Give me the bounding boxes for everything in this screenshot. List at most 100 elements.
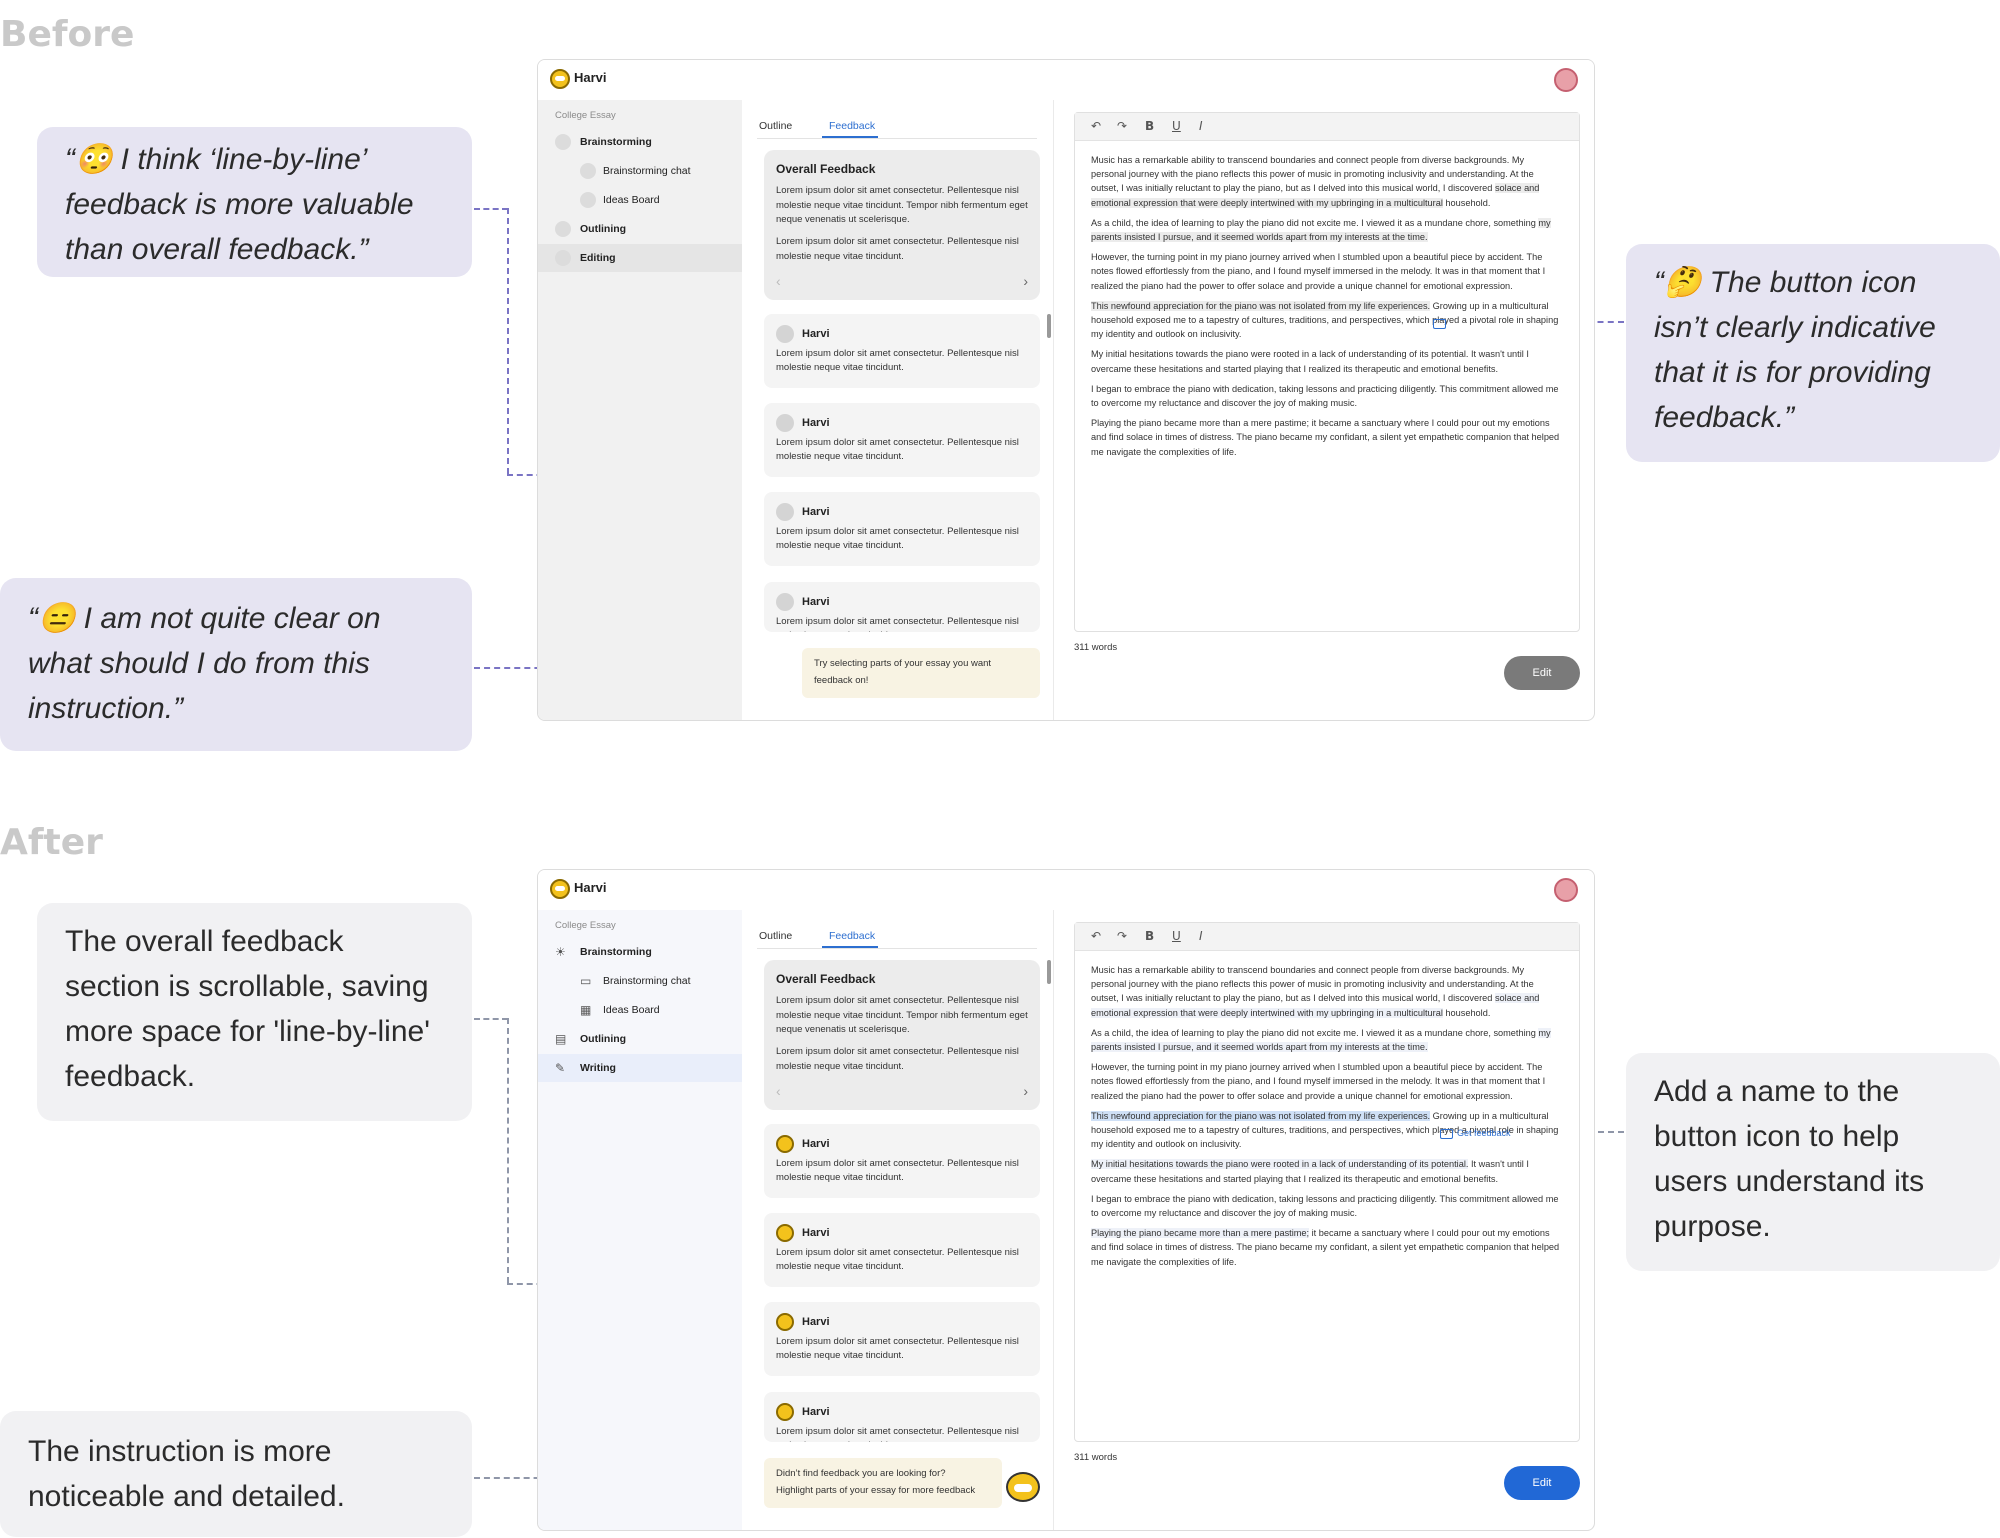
italic-icon[interactable]: I	[1199, 929, 1203, 943]
hint-line: feedback on!	[814, 675, 869, 686]
bold-icon[interactable]: B	[1145, 119, 1155, 133]
feedback-text: Lorem ipsum dolor sit amet consectetur. …	[776, 616, 1019, 632]
sidebar-item-brainstorming[interactable]: Brainstorming	[538, 128, 742, 156]
tab-outline[interactable]: Outline	[759, 930, 793, 942]
essay-paragraph: However, the turning point in my piano j…	[1091, 252, 1546, 291]
feedback-author: Harvi	[802, 417, 830, 429]
hint-line: Try selecting parts of your essay you wa…	[814, 658, 992, 669]
before-label: Before	[0, 14, 135, 55]
lightbulb-icon: ☀	[555, 945, 566, 959]
essay-paragraph: Playing the piano became more than a mer…	[1091, 418, 1560, 457]
feedback-card[interactable]: Harvi Lorem ipsum dolor sit amet consect…	[764, 582, 1040, 632]
editor-toolbar: ↶ ↷ B U I	[1075, 113, 1579, 141]
sidebar-item-editing[interactable]: Editing	[538, 244, 742, 272]
edit-button[interactable]: Edit	[1504, 1466, 1580, 1500]
underline-icon[interactable]: U	[1172, 119, 1181, 133]
active-tab-indicator	[822, 136, 878, 138]
redo-icon[interactable]: ↷	[1117, 929, 1128, 943]
feedback-author: Harvi	[802, 506, 830, 518]
scrollbar[interactable]	[1047, 960, 1051, 984]
instruction-hint: Try selecting parts of your essay you wa…	[802, 648, 1040, 698]
feedback-text: Lorem ipsum dolor sit amet consectetur. …	[776, 526, 1019, 551]
bold-icon[interactable]: B	[1145, 929, 1155, 943]
top-bar: Harvi	[538, 870, 1594, 910]
harvi-avatar	[776, 1224, 794, 1242]
tab-divider	[757, 948, 1037, 949]
essay-text[interactable]: Music has a remarkable ability to transc…	[1091, 153, 1561, 465]
sidebar-item-outlining[interactable]: Outlining	[538, 215, 742, 243]
tab-feedback[interactable]: Feedback	[829, 120, 876, 132]
overall-feedback-title: Overall Feedback	[776, 972, 876, 986]
user-avatar[interactable]	[1554, 68, 1578, 92]
sidebar-item-outlining[interactable]: ▤ Outlining	[538, 1025, 742, 1053]
board-icon	[580, 192, 596, 208]
sidebar-item-label: Writing	[580, 1062, 616, 1074]
scrollbar[interactable]	[1047, 314, 1051, 338]
sidebar-item-brainstorming[interactable]: ☀ Brainstorming	[538, 938, 742, 966]
feedback-author: Harvi	[802, 1138, 830, 1150]
app-title: Harvi	[574, 880, 607, 895]
essay-editor[interactable]: ↶ ↷ B U I Music has a remarkable ability…	[1074, 112, 1580, 632]
sidebar-item-brainstorming-chat[interactable]: ▭ Brainstorming chat	[538, 967, 742, 995]
undo-icon[interactable]: ↶	[1091, 119, 1102, 133]
connector	[507, 1018, 509, 1283]
feedback-card[interactable]: Harvi Lorem ipsum dolor sit amet consect…	[764, 314, 1040, 388]
overall-feedback-card: Overall Feedback Lorem ipsum dolor sit a…	[764, 150, 1040, 300]
harvi-avatar	[776, 1403, 794, 1421]
chat-icon: ▭	[580, 974, 592, 988]
feedback-text: Lorem ipsum dolor sit amet consectetur. …	[776, 1336, 1019, 1361]
tab-feedback[interactable]: Feedback	[829, 930, 876, 942]
user-avatar[interactable]	[1554, 878, 1578, 902]
harvi-avatar	[776, 414, 794, 432]
feedback-card[interactable]: Harvi Lorem ipsum dolor sit amet consect…	[764, 403, 1040, 477]
feedback-card[interactable]: Harvi Lorem ipsum dolor sit amet consect…	[764, 1124, 1040, 1198]
instruction-hint: Didn’t find feedback you are looking for…	[764, 1458, 1002, 1508]
redo-icon[interactable]: ↷	[1117, 119, 1128, 133]
underline-icon[interactable]: U	[1172, 929, 1181, 943]
sidebar-item-ideas-board[interactable]: ▦ Ideas Board	[538, 996, 742, 1024]
harvi-logo-icon	[550, 879, 570, 899]
undo-icon[interactable]: ↶	[1091, 929, 1102, 943]
feedback-text: Lorem ipsum dolor sit amet consectetur. …	[776, 1158, 1019, 1183]
essay-paragraph: My initial hesitations towards the piano…	[1091, 349, 1529, 374]
chevron-right-icon[interactable]: ›	[1023, 1083, 1028, 1099]
sidebar-item-brainstorming-chat[interactable]: Brainstorming chat	[538, 157, 742, 185]
feedback-author: Harvi	[802, 596, 830, 608]
feedback-button[interactable]	[1433, 318, 1450, 329]
overall-feedback-card[interactable]: Overall Feedback Lorem ipsum dolor sit a…	[764, 960, 1040, 1110]
feedback-card[interactable]: Harvi Lorem ipsum dolor sit amet consect…	[764, 1392, 1040, 1442]
document-edit-icon: ✎	[555, 1061, 566, 1075]
sidebar-item-label: Ideas Board	[603, 1004, 660, 1016]
chevron-left-icon[interactable]: ‹	[776, 1083, 781, 1099]
edit-button[interactable]: Edit	[1504, 656, 1580, 690]
essay-paragraph: This newfound appreciation for the piano…	[1091, 1110, 1559, 1150]
essay-text[interactable]: Music has a remarkable ability to transc…	[1091, 963, 1561, 1275]
connector	[474, 1018, 508, 1020]
chat-icon	[580, 163, 596, 179]
connector	[474, 208, 508, 210]
essay-paragraph: As a child, the idea of learning to play…	[1091, 217, 1551, 243]
hint-line: Highlight parts of your essay for more f…	[776, 1485, 976, 1496]
sidebar-item-writing[interactable]: ✎ Writing	[538, 1054, 742, 1082]
feedback-card[interactable]: Harvi Lorem ipsum dolor sit amet consect…	[764, 1213, 1040, 1287]
top-bar: Harvi	[538, 60, 1594, 100]
chevron-right-icon[interactable]: ›	[1023, 273, 1028, 289]
callout-after-scrollable: The overall feedback section is scrollab…	[37, 903, 472, 1121]
overall-feedback-text: Lorem ipsum dolor sit amet consectetur. …	[776, 185, 1028, 225]
callout-before-button-icon: “🤔 The button icon isn’t clearly indicat…	[1626, 244, 2000, 462]
essay-paragraph: Playing the piano became more than a mer…	[1091, 1228, 1560, 1267]
feedback-card[interactable]: Harvi Lorem ipsum dolor sit amet consect…	[764, 1302, 1040, 1376]
harvi-avatar	[776, 593, 794, 611]
sidebar-item-label: Outlining	[580, 223, 627, 235]
chat-bubble-icon	[1440, 1128, 1453, 1139]
overall-feedback-text: Lorem ipsum dolor sit amet consectetur. …	[776, 236, 1019, 262]
tab-outline[interactable]: Outline	[759, 120, 793, 132]
sidebar-item-ideas-board[interactable]: Ideas Board	[538, 186, 742, 214]
essay-editor[interactable]: ↶ ↷ B U I Music has a remarkable ability…	[1074, 922, 1580, 1442]
feedback-card[interactable]: Harvi Lorem ipsum dolor sit amet consect…	[764, 492, 1040, 566]
hint-line: Didn’t find feedback you are looking for…	[776, 1468, 946, 1479]
get-feedback-button[interactable]: Get feedback	[1440, 1128, 1511, 1139]
chat-bubble-icon	[1433, 318, 1446, 329]
italic-icon[interactable]: I	[1199, 119, 1203, 133]
chevron-left-icon[interactable]: ‹	[776, 273, 781, 289]
